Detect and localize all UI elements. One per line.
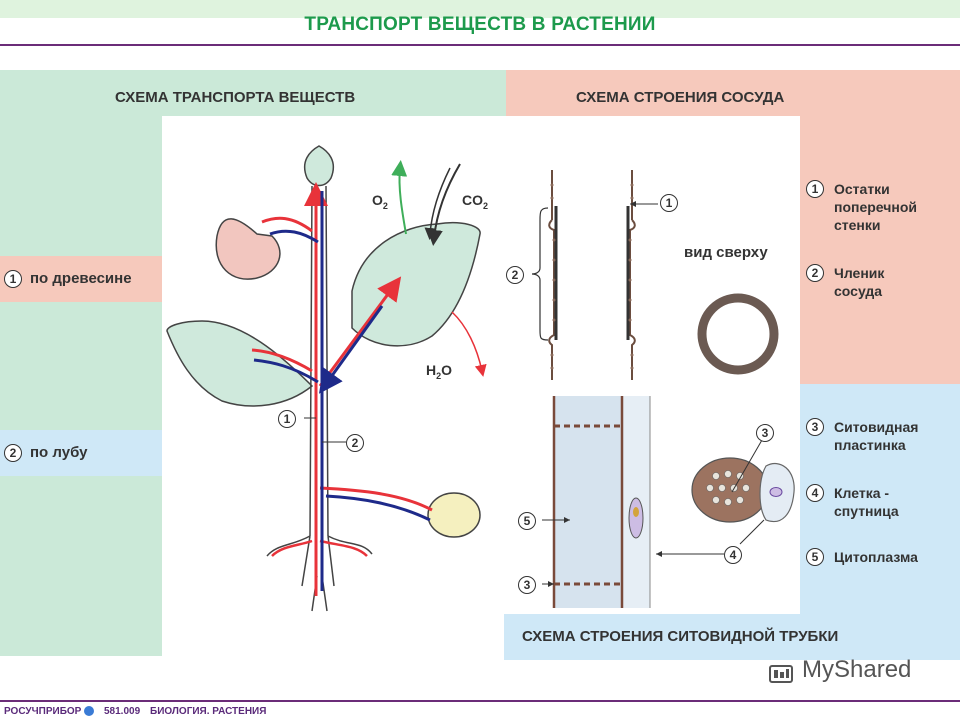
page-title: ТРАНСПОРТ ВЕЩЕСТВ В РАСТЕНИИ: [304, 14, 656, 35]
vessel-callout-1: 1: [660, 194, 678, 212]
co2-label: CO2: [462, 192, 489, 211]
legend-phloem-label: по лубу: [30, 444, 88, 461]
sieve-tube-diagram: [542, 396, 795, 608]
vessel-legend-1-line-2: поперечной: [834, 199, 917, 215]
vessel-legend-2-line-1: Членик: [834, 265, 885, 281]
legend-xylem: 1 по древесине: [0, 256, 162, 302]
flower-pink: [215, 218, 281, 280]
xylem-tuber: [319, 486, 433, 512]
co2-arrow-2: [424, 167, 451, 240]
title-rule: [0, 44, 960, 46]
vessel-wall-left: [548, 170, 558, 380]
sieve-legend-5-number: 5: [806, 548, 824, 566]
brand-logo-icon: [84, 706, 94, 716]
top-bar: [0, 0, 960, 18]
legend-phloem: 2 по лубу: [0, 430, 162, 476]
plant-diagram: [166, 145, 487, 612]
h2o-arrow: [451, 311, 487, 377]
tuber-yellow: [427, 492, 481, 538]
plant-callout-1: 1: [278, 410, 296, 428]
vessel-callout-2: 2: [506, 266, 524, 284]
roots: [266, 535, 373, 612]
sieve-heading: СХЕМА СТРОЕНИЯ СИТОВИДНОЙ ТРУБКИ: [522, 628, 839, 645]
legend-xylem-number: 1: [4, 270, 22, 288]
sieve-legend-3-line-2: пластинка: [834, 437, 906, 453]
transport-heading-panel: [0, 70, 506, 116]
sieve-callout-5: 5: [518, 512, 536, 530]
sieve-legend-3-number: 3: [806, 418, 824, 436]
footer-subject: БИОЛОГИЯ. РАСТЕНИЯ: [150, 706, 267, 717]
footer-brand: РОСУЧПРИБОР: [4, 706, 82, 717]
myshared-logo-icon: [769, 665, 793, 683]
vessel-legend-panel: [800, 116, 960, 384]
sieve-callout-3-lower: 3: [518, 576, 536, 594]
vessel-heading: СХЕМА СТРОЕНИЯ СОСУДА: [576, 89, 785, 106]
vessel-legend-2-line-2: сосуда: [834, 283, 883, 299]
vessel-heading-panel: [506, 70, 960, 116]
o2-arrow: [391, 160, 408, 235]
xylem-flower: [261, 216, 313, 233]
vessel-legend-1-line-1: Остатки: [834, 181, 890, 197]
phloem-flower: [269, 229, 319, 244]
sieve-plate-cross-section: [691, 457, 769, 523]
companion-nucleus: [628, 497, 644, 539]
sieve-legend-4-line-2: спутница: [834, 503, 899, 519]
o2-label: O2: [372, 192, 388, 211]
plant-callout-2: 2: [346, 434, 364, 452]
sieve-legend-4-number: 4: [806, 484, 824, 502]
vessel-pores: [550, 183, 634, 370]
vessel-diagram: [531, 170, 779, 380]
legend-xylem-label: по древесине: [30, 270, 132, 287]
phloem-tuber: [325, 494, 431, 522]
xylem-leaf-left: [251, 348, 313, 373]
top-view-label: вид сверху: [684, 244, 768, 261]
phloem-leaf-right: [319, 305, 384, 394]
vessel-legend-2-number: 2: [806, 264, 824, 282]
legend-phloem-number: 2: [4, 444, 22, 462]
watermark-text: MyShared: [802, 656, 912, 683]
bud-top: [303, 145, 335, 187]
sieve-legend-3-line-1: Ситовидная: [834, 419, 919, 435]
sieve-pores: [706, 470, 750, 506]
leaf-right: [351, 222, 481, 347]
phloem-leaf-left: [253, 358, 319, 384]
h2o-label: H2O: [426, 362, 453, 381]
vessel-top-view: [697, 293, 779, 375]
vessel-wall-right: [626, 170, 636, 380]
leaf-left: [166, 320, 314, 407]
sieve-callout-3-upper: 3: [756, 424, 774, 442]
sieve-legend-5-line-1: Цитоплазма: [834, 549, 918, 565]
vessel-bracket: [531, 207, 549, 341]
stem-outline: [309, 185, 329, 537]
sieve-legend-4-line-1: Клетка -: [834, 485, 890, 501]
footer-code: 581.009: [104, 706, 141, 717]
vessel-legend-1-line-3: стенки: [834, 217, 881, 233]
transport-heading: СХЕМА ТРАНСПОРТА ВЕЩЕСТВ: [115, 89, 356, 106]
vessel-legend-1-number: 1: [806, 180, 824, 198]
sieve-legend-panel: [800, 384, 960, 614]
sieve-heading-panel: [504, 614, 960, 660]
transport-left-panel: [0, 116, 162, 656]
xylem-roots: [271, 539, 368, 557]
sieve-callout-4: 4: [724, 546, 742, 564]
footer-rule: [0, 700, 960, 702]
